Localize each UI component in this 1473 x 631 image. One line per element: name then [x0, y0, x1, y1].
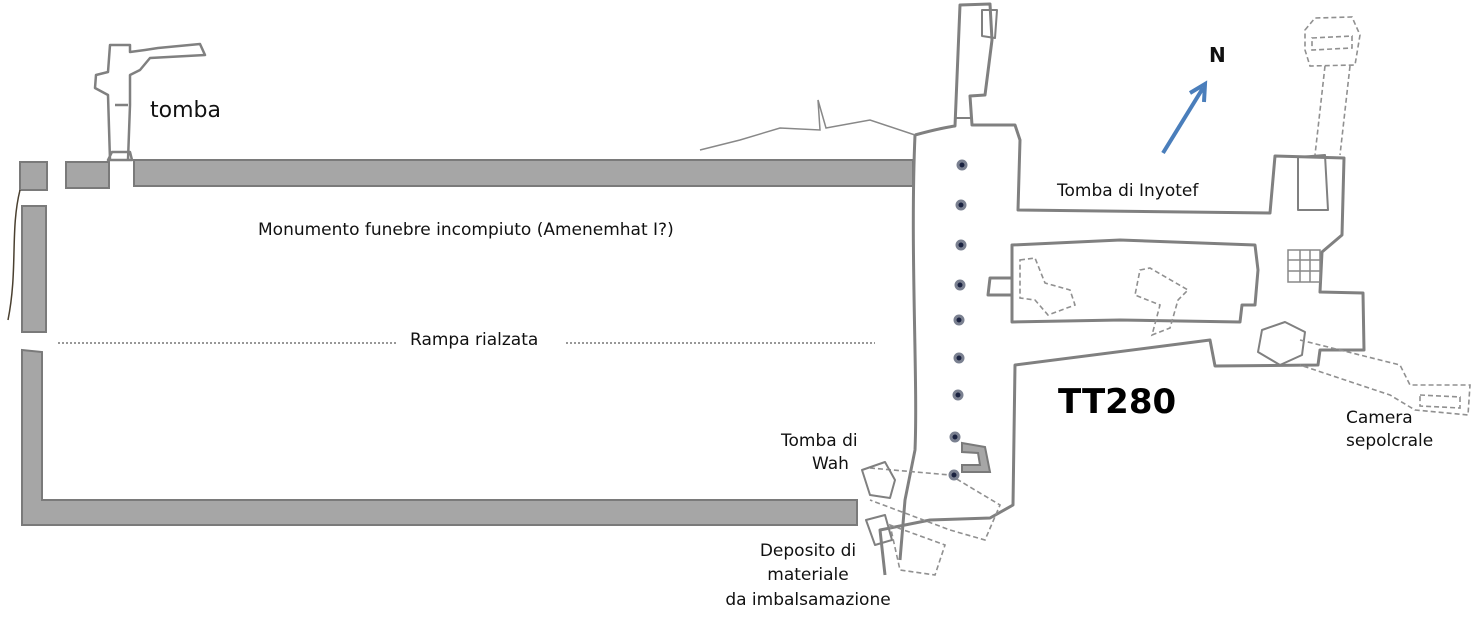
pillar	[948, 469, 960, 481]
north-dashed-shaft	[1304, 16, 1361, 156]
wall-west-upper	[21, 205, 47, 333]
label-north: N	[1209, 43, 1226, 67]
inyotef-chamber	[1297, 154, 1329, 211]
pillar	[956, 159, 968, 171]
tomb-top-outline	[93, 42, 207, 162]
pillar	[955, 199, 967, 211]
wah-deposit-dashed	[869, 467, 1002, 576]
boundary-line	[7, 189, 21, 321]
rock-chamber	[1257, 321, 1306, 366]
terrain-line	[699, 99, 916, 151]
pillar	[949, 431, 961, 443]
wall-southwest-l	[21, 348, 858, 526]
label-tomb-wah-2: Wah	[812, 454, 849, 474]
north-shaft	[955, 9, 998, 119]
north-arrow-icon	[1161, 80, 1208, 155]
label-burial-chamber-1: Camera	[1346, 408, 1413, 428]
label-monument: Monumento funebre incompiuto (Amenemhat …	[258, 220, 674, 240]
label-deposit-3: da imbalsamazione	[725, 590, 890, 610]
inner-dashed-shape-1	[1019, 257, 1077, 316]
masonry-block	[1287, 249, 1321, 283]
wall-north	[133, 159, 914, 187]
offering-table	[961, 441, 992, 473]
pillars	[948, 159, 968, 481]
pillar	[953, 352, 965, 364]
inner-corridor	[986, 238, 1260, 324]
wah-tomb-outline	[861, 461, 896, 546]
pillar	[955, 239, 967, 251]
label-tomb-wah-1: Tomba di	[780, 431, 858, 451]
label-ramp: Rampa rialzata	[410, 330, 538, 350]
label-tomb-inyotef: Tomba di Inyotef	[1056, 181, 1199, 201]
pillar	[953, 314, 965, 326]
label-tomb-top: tomba	[150, 98, 221, 123]
monument-walls	[19, 159, 914, 526]
label-burial-chamber-2: sepolcrale	[1346, 431, 1433, 451]
pillar	[952, 389, 964, 401]
inner-dashed-shape-2	[1134, 267, 1190, 337]
label-deposit-1: Deposito di	[760, 541, 856, 561]
southeast-dashed-passage	[1299, 339, 1471, 416]
wall-block-n2	[65, 161, 110, 189]
wall-block-nw	[19, 161, 48, 191]
label-tt280: TT280	[1058, 382, 1176, 422]
pillar	[954, 279, 966, 291]
label-deposit-2: materiale	[767, 565, 848, 585]
tt280-outline	[878, 2, 1366, 576]
